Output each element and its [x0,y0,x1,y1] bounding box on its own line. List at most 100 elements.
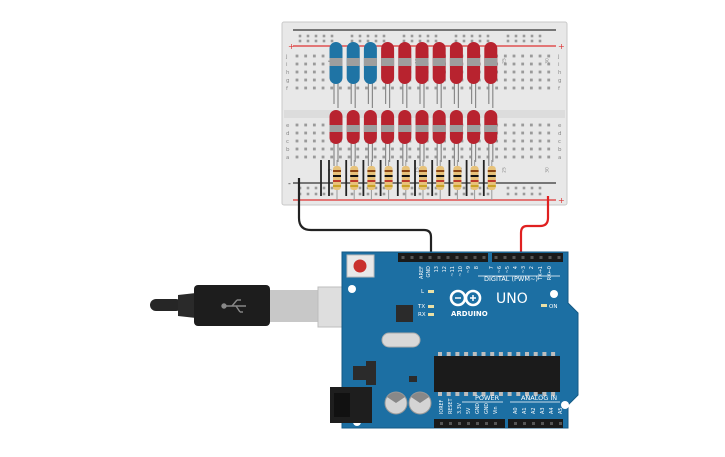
rail-hole [530,34,534,38]
digital-pin-label: 2 [529,266,535,269]
row-letter-left: g [286,78,290,84]
breadboard-hole [521,70,525,74]
breadboard-hole [512,131,516,135]
rail-hole [382,39,386,43]
breadboard-hole [529,62,533,66]
breadboard-hole [391,155,394,159]
rail-plus-top-right: + [558,42,565,51]
breadboard-hole [312,62,316,66]
breadboard-hole [373,147,377,151]
rail-hole [514,192,518,196]
row-letter-left: a [286,155,289,161]
reset-button[interactable] [353,259,367,273]
capacitor-2 [408,391,432,415]
digital-pin-label: ~10 [458,266,464,277]
rail-hole [374,192,378,196]
rail-hole [382,186,386,190]
rail-hole [514,34,518,38]
breadboard-hole [547,147,551,151]
analog-pin-label: A1 [522,407,528,414]
rail-hole [462,192,466,196]
rail-hole [314,34,318,38]
breadboard-components[interactable] [320,42,498,200]
wire-red-pin4[interactable] [519,196,550,256]
header-socket [446,256,450,259]
resistor-band [333,170,341,172]
row-letter-right: a [558,155,561,161]
header-socket [550,422,553,425]
rail-hole [314,192,318,196]
usb-cable-relief [178,293,196,318]
breadboard-hole [538,62,542,66]
column-number-bottom: 30 [545,167,551,173]
rail-hole [470,192,474,196]
breadboard-hole [547,70,551,74]
rail-hole [434,192,438,196]
rail-hole [530,192,534,196]
breadboard-hole [469,86,472,90]
rail-hole [366,34,370,38]
rail-hole [402,34,406,38]
chip-pin [446,392,451,396]
header-socket [464,256,468,259]
breadboard-hole [486,155,490,159]
breadboard-hole [304,147,308,151]
rail-hole [514,39,518,43]
breadboard-hole [312,123,316,127]
mounting-hole [348,285,356,293]
rail-hole [470,34,474,38]
breadboard-hole [399,155,403,159]
breadboard-hole [321,78,325,82]
rail-hole [462,186,466,190]
row-letter-right: h [558,70,562,76]
breadboard-hole [312,70,316,74]
breadboard-hole [321,139,325,143]
breadboard-hole [486,86,490,90]
rail-hole [506,39,510,43]
digital-pin-label: 8 [474,266,480,269]
digital-pin-label: TX→1 [538,266,544,281]
breadboard-hole [443,147,446,151]
rail-hole [366,39,370,43]
row-letter-left: c [286,139,289,145]
rail-hole [374,186,378,190]
breadboard-hole [321,131,325,135]
column-number-bottom: 15 [415,167,421,173]
breadboard-hole [521,54,525,58]
header-socket [467,422,470,425]
breadboard-hole [512,155,516,159]
resistor-band [367,170,376,172]
breadboard-hole [312,139,316,143]
breadboard-hole [538,78,542,82]
breadboard-hole [460,155,464,159]
chip-pin [542,352,547,356]
rail-hole [330,192,334,196]
atmega-microcontroller [434,356,560,392]
rail-hole [382,192,386,196]
breadboard-hole [304,123,308,127]
voltage-regulator-tab [366,361,376,385]
header-socket [539,256,543,259]
breadboard-hole [538,139,542,143]
breadboard-hole [347,147,351,151]
breadboard-hole [321,70,325,74]
header-socket [473,256,477,259]
breadboard-hole [304,86,308,90]
resistor-band [401,170,410,172]
breadboard-hole [382,155,386,159]
header-socket [494,422,497,425]
rail-hole [410,186,414,190]
rail-hole [358,39,362,43]
breadboard-hole [538,86,542,90]
rail-hole [478,39,482,43]
chip-pin [551,352,556,356]
chip-pin [525,392,529,396]
breadboard-hole [512,123,516,127]
resistor-band [487,185,496,187]
header-socket [530,256,534,259]
wire-black-gnd[interactable] [297,178,433,255]
